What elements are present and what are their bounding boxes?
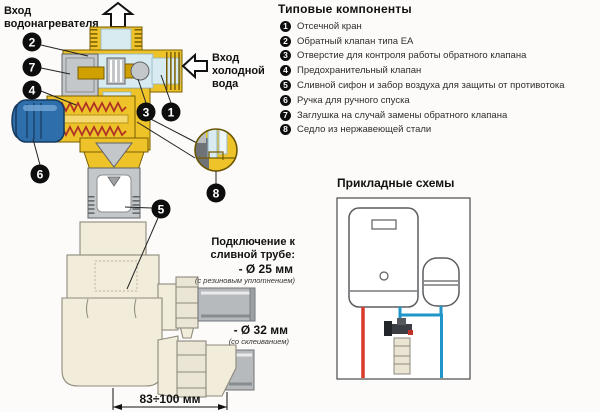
components-panel: Типовые компоненты 1 Отсечной кран 2 Обр… — [278, 0, 600, 136]
flow-arrow-left-icon — [181, 52, 208, 80]
scheme-siphon — [393, 337, 411, 375]
water-heater — [348, 207, 419, 308]
item-text: Обратный клапан типа EA — [297, 35, 414, 47]
list-item: 8 Седло из нержавеющей стали — [280, 123, 600, 138]
callout-8: 8 — [206, 183, 226, 203]
item-text: Предохранительный клапан — [297, 65, 422, 77]
item-text: Заглушка на случай замены обратного клап… — [297, 109, 508, 121]
application-scheme — [336, 197, 471, 380]
drain-connection-title-line1: Подключение к — [211, 236, 295, 248]
callout-1: 1 — [161, 102, 181, 122]
item-number-badge: 4 — [280, 65, 291, 77]
expansion-vessel — [422, 257, 460, 307]
check-valve — [106, 57, 150, 85]
valve-cutaway-diagram: Вход водонагревателя — [4, 1, 296, 410]
heater-outlet-pipe — [89, 26, 143, 53]
callout-7: 7 — [22, 57, 42, 77]
item-text: Отсечной кран — [297, 20, 362, 32]
callout-4: 4 — [22, 80, 42, 100]
list-item: 2 Обратный клапан типа EA — [280, 34, 600, 49]
pipe-32mm — [157, 335, 255, 399]
list-item: 6 Ручка для ручного спуска — [280, 93, 600, 108]
schemes-title: Прикладные схемы — [337, 176, 455, 190]
list-item: 5 Сливной сифон и забор воздуха для защи… — [280, 78, 600, 93]
callout-6: 6 — [30, 164, 50, 184]
svg-text:1: 1 — [168, 106, 175, 120]
list-item: 1 Отсечной кран — [280, 19, 600, 34]
svg-text:3: 3 — [143, 106, 150, 120]
svg-text:8: 8 — [213, 187, 220, 201]
svg-text:2: 2 — [29, 36, 36, 50]
service-plug-cap — [61, 53, 105, 97]
callout-2: 2 — [22, 32, 42, 52]
svg-text:5: 5 — [158, 203, 165, 217]
item-text: Отверстие для контроля работы обратного … — [297, 50, 527, 62]
item-number-badge: 5 — [280, 80, 291, 92]
flow-arrow-up-icon — [101, 1, 135, 28]
components-list: 1 Отсечной кран 2 Обратный клапан типа E… — [280, 19, 600, 137]
list-item: 3 Отверстие для контроля работы обратног… — [280, 49, 600, 64]
drain-connection-title-line2: сливной трубе: — [211, 249, 295, 261]
cold-pipe — [398, 306, 443, 378]
cold-water-label-line1: Вход — [212, 52, 239, 64]
item-text: Сливной сифон и забор воздуха для защиты… — [297, 80, 565, 92]
item-number-badge: 7 — [280, 109, 291, 121]
scheme-safety-valve — [384, 318, 413, 336]
item-text: Ручка для ручного спуска — [297, 94, 410, 106]
manual-drain-knob — [11, 99, 65, 143]
item-number-badge: 8 — [280, 124, 291, 136]
heater-inlet-label-line1: Вход — [4, 5, 31, 17]
d32-note: (со склеиванием) — [229, 337, 290, 346]
d32-label: - Ø 32 мм — [234, 323, 289, 337]
heater-inlet-label-line2: водонагревателя — [4, 18, 99, 30]
callout-3: 3 — [136, 102, 156, 122]
dimension-label: 83÷100 мм — [139, 392, 200, 406]
pipe-25mm — [175, 276, 256, 339]
item-number-badge: 1 — [280, 20, 291, 32]
svg-text:7: 7 — [29, 61, 36, 75]
item-number-badge: 2 — [280, 35, 291, 47]
dimension-line: 83÷100 мм — [112, 388, 228, 410]
cold-water-label-line3: вода — [212, 78, 239, 90]
siphon-body — [61, 221, 179, 387]
components-title: Типовые компоненты — [278, 2, 412, 16]
drain-funnel — [79, 137, 149, 219]
svg-text:6: 6 — [37, 168, 44, 182]
item-number-badge: 3 — [280, 50, 291, 62]
list-item: 7 Заглушка на случай замены обратного кл… — [280, 108, 600, 123]
list-item: 4 Предохранительный клапан — [280, 63, 600, 78]
d25-note: (с резиновым уплотнением) — [195, 276, 296, 285]
item-text: Седло из нержавеющей стали — [297, 124, 432, 136]
detail-circle — [136, 114, 238, 184]
cold-water-label-line2: холодной — [212, 65, 265, 77]
callout-leader-lines — [32, 44, 172, 290]
d25-label: - Ø 25 мм — [239, 262, 294, 276]
item-number-badge: 6 — [280, 94, 291, 106]
callout-5: 5 — [151, 199, 171, 219]
svg-text:4: 4 — [29, 84, 36, 98]
